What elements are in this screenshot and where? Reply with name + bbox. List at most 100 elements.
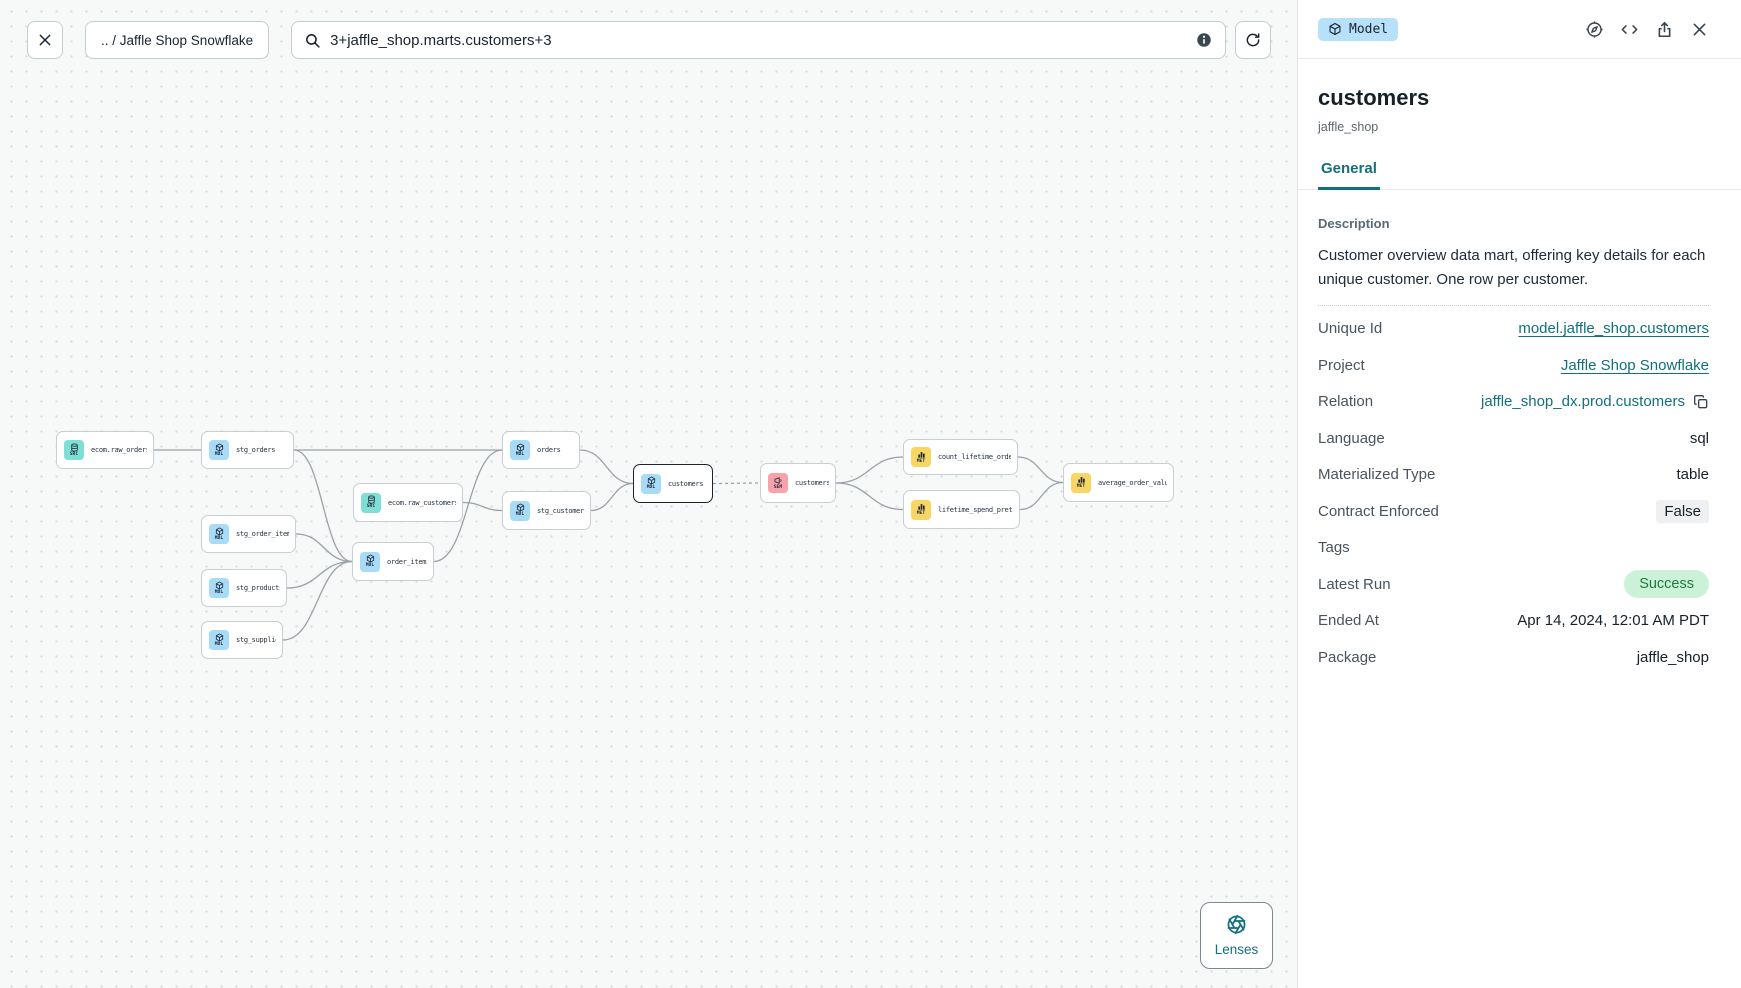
field-row-tags: Tags bbox=[1318, 530, 1709, 567]
share-icon bbox=[1655, 20, 1674, 39]
code-button[interactable] bbox=[1620, 20, 1639, 39]
page-subtitle: jaffle_shop bbox=[1318, 120, 1379, 134]
graph-node-customers-sem[interactable]: SEM customers bbox=[760, 463, 836, 503]
tab-general[interactable]: General bbox=[1318, 151, 1380, 190]
field-value-text: False bbox=[1656, 499, 1709, 523]
search-icon bbox=[306, 33, 320, 48]
compass-button[interactable] bbox=[1585, 20, 1604, 39]
edge-ecom-raw-customers-to-stg-customers bbox=[462, 501, 503, 512]
details-panel-body: customers jaffle_shop General Descriptio… bbox=[1298, 59, 1741, 988]
x-icon bbox=[39, 34, 51, 46]
aperture-icon bbox=[1227, 914, 1246, 935]
cube-icon: MDL bbox=[209, 524, 229, 544]
breadcrumb[interactable]: .. / Jaffle Shop Snowflake bbox=[85, 21, 270, 59]
graph-node-stg-order-items[interactable]: MDL stg_order_items bbox=[201, 515, 296, 553]
tab-bar: General bbox=[1298, 151, 1741, 190]
edge-customers-sem-to-lifetime-spend-pretax bbox=[835, 482, 904, 511]
edge-lifetime-spend-pretax-to-average-order-value bbox=[1019, 481, 1064, 511]
node-label: stg_orders bbox=[236, 446, 276, 454]
field-value: Success bbox=[1624, 570, 1709, 599]
lenses-button[interactable]: Lenses bbox=[1200, 902, 1273, 969]
search-input[interactable] bbox=[330, 31, 1186, 49]
field-value-text: jaffle_shop bbox=[1636, 648, 1709, 666]
field-label: Materialized Type bbox=[1318, 466, 1436, 484]
node-label: stg_order_items bbox=[236, 530, 289, 538]
node-label: ecom.raw_orders bbox=[91, 446, 147, 454]
graph-node-customers[interactable]: MDL customers bbox=[633, 464, 713, 503]
close-lineage-button[interactable] bbox=[27, 21, 63, 59]
node-label: orders bbox=[537, 446, 561, 454]
cube-icon: MDL bbox=[641, 473, 661, 494]
field-row-relation: Relation jaffle_shop_dx.prod.customers bbox=[1318, 384, 1709, 421]
node-label: customers bbox=[795, 479, 829, 487]
field-label: Latest Run bbox=[1318, 575, 1391, 593]
refresh-icon bbox=[1246, 33, 1260, 47]
field-label: Ended At bbox=[1318, 612, 1379, 630]
field-label: Unique Id bbox=[1318, 320, 1383, 338]
graph-node-stg-customers[interactable]: MDL stg_customers bbox=[502, 491, 591, 530]
edge-stg-products-to-order-items bbox=[286, 560, 353, 589]
field-label: Relation bbox=[1318, 393, 1374, 411]
megaphone-icon: SEM bbox=[768, 473, 788, 493]
edge-orders-to-customers bbox=[579, 449, 634, 485]
description-section-label: Description bbox=[1318, 216, 1390, 231]
cube-icon bbox=[1329, 22, 1341, 36]
copy-button[interactable] bbox=[1693, 394, 1709, 410]
status-badge: Success bbox=[1624, 570, 1709, 599]
field-value: Jaffle Shop Snowflake bbox=[1561, 357, 1709, 374]
node-label: ecom.raw_customers bbox=[388, 498, 456, 507]
field-value: Apr 14, 2024, 12:01 AM PDT bbox=[1517, 612, 1709, 629]
node-label: order_items bbox=[387, 557, 427, 566]
project-link[interactable]: Jaffle Shop Snowflake bbox=[1560, 356, 1709, 374]
copy-icon bbox=[1693, 394, 1709, 410]
field-row-contract-enforced: Contract Enforced False bbox=[1318, 493, 1709, 530]
share-button[interactable] bbox=[1655, 20, 1674, 39]
field-value: jaffle_shop_dx.prod.customers bbox=[1481, 393, 1709, 410]
resource-type-label: Model bbox=[1349, 21, 1389, 37]
field-label: Contract Enforced bbox=[1318, 502, 1439, 520]
node-label: customers bbox=[668, 479, 704, 488]
close-icon bbox=[1690, 20, 1709, 39]
field-value-text: Apr 14, 2024, 12:01 AM PDT bbox=[1517, 612, 1709, 630]
cube-icon: MDL bbox=[510, 440, 530, 460]
details-panel: Model customers jaffle_shop General Desc… bbox=[1297, 0, 1741, 988]
edge-stg-supplies-to-order-items bbox=[282, 560, 353, 641]
node-label: stg_customers bbox=[537, 506, 584, 515]
cube-icon: MDL bbox=[209, 630, 229, 650]
page-title: customers bbox=[1318, 85, 1430, 110]
cube-icon: MDL bbox=[510, 500, 530, 521]
relation-link[interactable]: jaffle_shop_dx.prod.customers bbox=[1480, 393, 1685, 411]
close-button[interactable] bbox=[1690, 20, 1709, 39]
details-panel-header: Model bbox=[1298, 0, 1741, 59]
node-label: stg_products bbox=[236, 584, 280, 592]
field-value-text: table bbox=[1676, 466, 1709, 484]
unique-id-link[interactable]: model.jaffle_shop.customers bbox=[1518, 320, 1709, 338]
edge-count-lifetime-orders-to-average-order-value bbox=[1017, 456, 1064, 484]
refresh-button[interactable] bbox=[1235, 21, 1271, 59]
graph-node-orders[interactable]: MDL orders bbox=[502, 431, 580, 469]
field-label: Tags bbox=[1318, 539, 1350, 557]
info-icon[interactable] bbox=[1195, 31, 1213, 49]
field-row-materialized-type: Materialized Type table bbox=[1318, 457, 1709, 494]
lenses-label: Lenses bbox=[1214, 942, 1259, 957]
edge-stg-customers-to-customers bbox=[590, 482, 634, 512]
bar-chart-icon: MET bbox=[911, 447, 931, 467]
panel-actions bbox=[1585, 20, 1709, 39]
field-value-text: sql bbox=[1689, 429, 1709, 447]
field-row-unique-id: Unique Id model.jaffle_shop.customers bbox=[1318, 311, 1709, 348]
field-value: False bbox=[1656, 499, 1709, 523]
search-box bbox=[291, 21, 1226, 59]
